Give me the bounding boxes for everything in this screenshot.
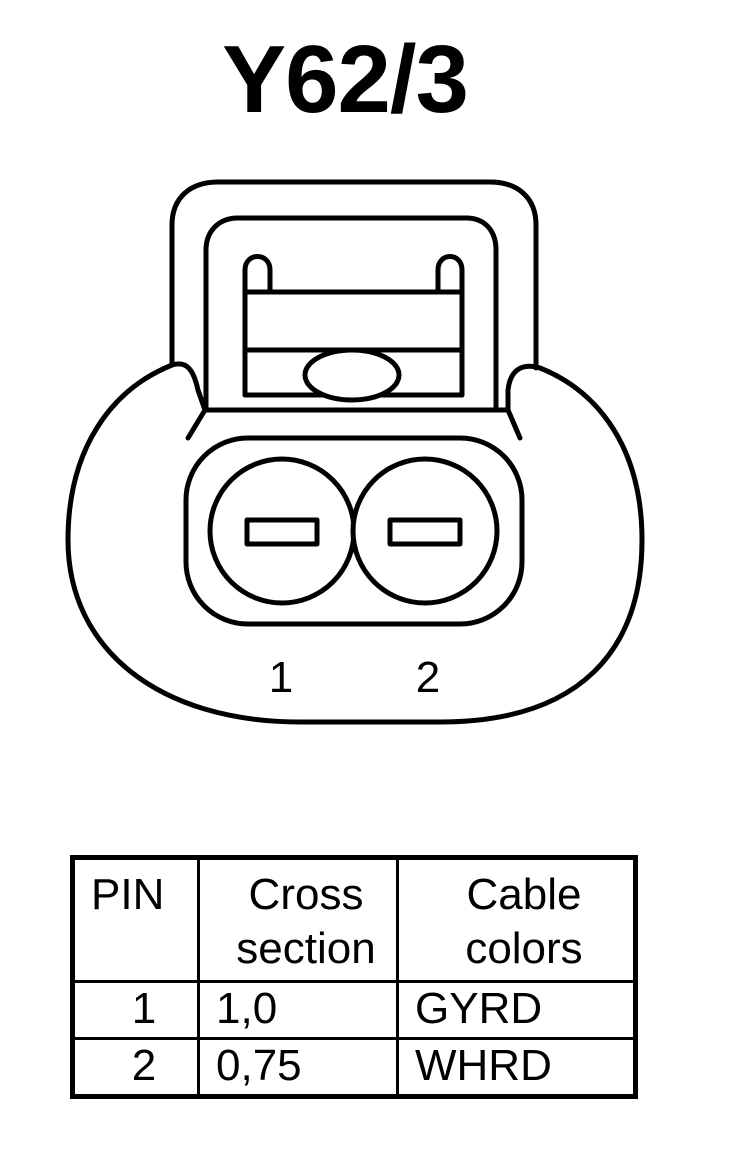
pin-label-1: 1 [269, 653, 293, 702]
latch-button [302, 347, 402, 403]
cable-color-value: GYRD [396, 980, 637, 1040]
table-row: 2 0,75 WHRD [71, 1037, 637, 1098]
pin-2-terminal [387, 517, 463, 547]
latch-outer-frame [169, 179, 539, 371]
connector-diagram: 1 2 [65, 179, 645, 725]
housing-notch-right [505, 407, 523, 441]
connector-housing-outline [65, 361, 645, 725]
housing-notch-left [185, 407, 208, 441]
latch-slot-right [435, 254, 465, 398]
pin-label-2: 2 [416, 653, 440, 702]
connector-title: Y62/3 [222, 26, 469, 133]
pin-1-terminal [244, 517, 320, 547]
pin-number: 2 [71, 1037, 200, 1098]
cable-color-value: WHRD [396, 1037, 637, 1098]
pin-number: 1 [71, 980, 200, 1040]
cross-section-value: 0,75 [197, 1037, 399, 1098]
table-row: 1 1,0 GYRD [71, 980, 637, 1040]
latch-inner-frame [203, 215, 499, 411]
cross-section-value: 1,0 [197, 980, 399, 1040]
header-pin: PIN [71, 856, 200, 983]
latch-slot-left [242, 254, 273, 398]
pin-cavity-frame [183, 435, 525, 627]
